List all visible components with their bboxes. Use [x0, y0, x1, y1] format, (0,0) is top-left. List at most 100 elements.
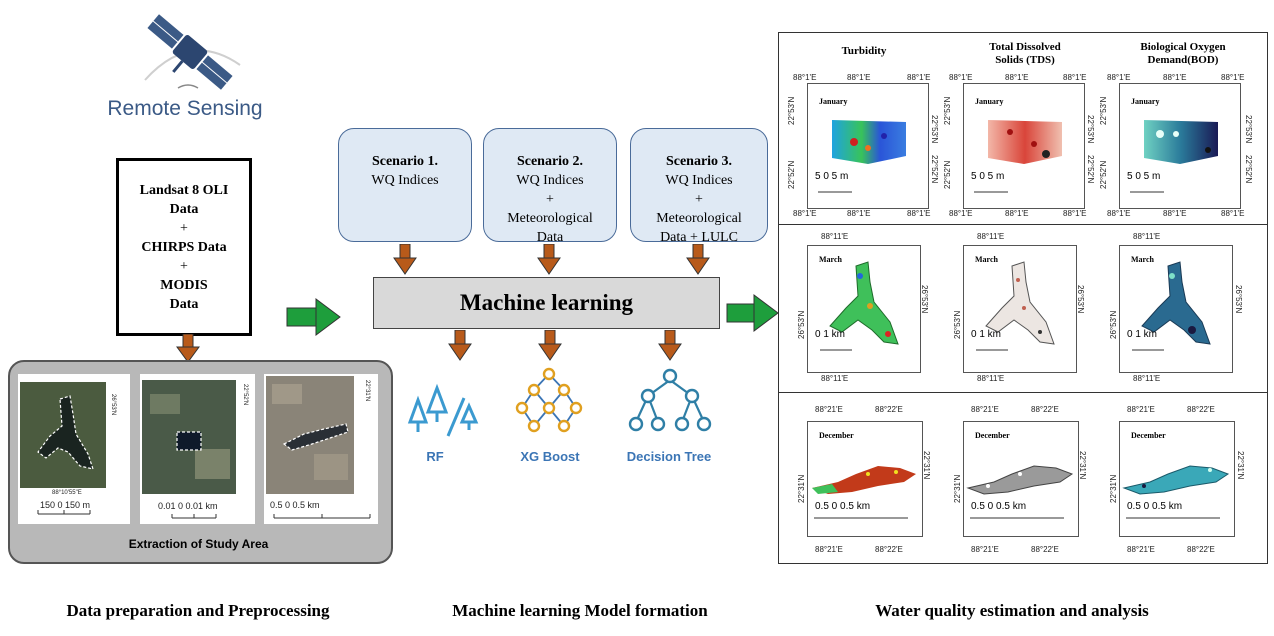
coord-top: 88°1'E	[847, 73, 871, 82]
coord-top: 88°1'E	[1063, 73, 1087, 82]
scale-label: 5 0 5 m	[1127, 171, 1161, 182]
data-line: Landsat 8 OLI	[139, 182, 229, 198]
scale-label: 0.5 0 0.5 km	[815, 501, 871, 512]
scenario-title: Scenario 3.	[665, 154, 733, 169]
study-map-scale: 150 0 150 m	[40, 500, 91, 510]
down-arrow-icon	[537, 244, 561, 275]
month-label: January	[819, 97, 848, 106]
coord-bottom: 88°11'E	[977, 374, 1005, 383]
lat-label: 22°31'N	[1109, 474, 1118, 503]
coord-top: 88°1'E	[793, 73, 817, 82]
decision-tree-icon	[628, 368, 712, 432]
down-arrow-icon	[448, 330, 472, 361]
coord-top: 88°11'E	[1133, 232, 1161, 241]
lat-label: 22°53'N	[930, 115, 939, 144]
scenario-line: +	[546, 192, 554, 207]
lat-label: 26°53'N	[1234, 285, 1243, 314]
coord-bottom: 88°11'E	[1133, 374, 1161, 383]
lat-label: 26°53'N	[1109, 310, 1118, 339]
study-map-1: 88°10'55"E 150 0 150 m 26°53'N	[18, 374, 130, 524]
down-arrow-icon	[658, 330, 682, 361]
lat-label: 26°53'N	[797, 310, 806, 339]
scenario-line: Data + LULC	[660, 230, 738, 245]
coord-top: 88°11'E	[977, 232, 1005, 241]
map-turbidity-january	[807, 83, 929, 209]
study-map-coord: 88°10'55"E	[52, 490, 82, 496]
machine-learning-box: Machine learning	[373, 277, 720, 329]
lat-label: 22°31'N	[953, 474, 962, 503]
header-tds: Total Dissolved Solids (TDS)	[989, 41, 1061, 66]
stage-label-preparation: Data preparation and Preprocessing	[66, 601, 330, 620]
scenario-line: Meteorological	[507, 211, 593, 226]
map-turbidity-march	[807, 245, 921, 373]
scenario-title: Scenario 1.	[371, 154, 439, 169]
coord-top: 88°1'E	[1163, 73, 1187, 82]
coord-bottom: 88°22'E	[1031, 545, 1059, 554]
lat-label: 22°31'N	[797, 474, 806, 503]
coord-top: 88°21'E	[815, 405, 843, 414]
scenario-line: WQ Indices	[516, 173, 584, 188]
down-arrow-icon	[393, 244, 417, 275]
remote-sensing-title: Remote Sensing	[107, 97, 263, 120]
stage-label-model: Machine learning Model formation	[452, 601, 708, 620]
coord-top: 88°1'E	[1221, 73, 1245, 82]
month-label: March	[975, 255, 998, 264]
scale-label: 0 1 km	[815, 329, 846, 340]
lat-label: 26°53'N	[953, 310, 962, 339]
lat-label: 22°31'N	[1078, 451, 1087, 480]
coord-bottom: 88°11'E	[821, 374, 849, 383]
study-map-scale: 0.5 0 0.5 km	[270, 500, 320, 510]
scenario-line: +	[695, 192, 703, 207]
lat-label: 26°53'N	[1076, 285, 1085, 314]
xgboost-network-icon	[515, 367, 583, 433]
results-panel: Turbidity Total Dissolved Solids (TDS) B…	[778, 32, 1268, 564]
scenario-line: WQ Indices	[371, 173, 439, 188]
scale-label: 0 1 km	[1127, 329, 1158, 340]
data-line: Data	[169, 201, 199, 217]
coord-top: 88°1'E	[1005, 73, 1029, 82]
coord-bottom: 88°1'E	[1005, 209, 1029, 218]
data-sources-box: Landsat 8 OLI Data + CHIRPS Data + MODIS…	[116, 158, 252, 336]
coord-bottom: 88°1'E	[793, 209, 817, 218]
scale-label: 0.5 0 0.5 km	[971, 501, 1027, 512]
header-turbidity: Turbidity	[841, 45, 887, 57]
coord-bottom: 88°1'E	[907, 209, 931, 218]
month-label: January	[975, 97, 1004, 106]
study-map-3: 0.5 0 0.5 km 22°31'N	[264, 374, 378, 524]
coord-top: 88°1'E	[949, 73, 973, 82]
study-map-lat: 26°53'N	[110, 394, 116, 416]
coord-bottom: 88°1'E	[1163, 209, 1187, 218]
lat-label: 22°31'N	[1236, 451, 1245, 480]
coord-top: 88°22'E	[875, 405, 903, 414]
scale-label: 5 0 5 m	[815, 171, 849, 182]
lat-label: 22°53'N	[787, 96, 796, 125]
lat-label: 22°52'N	[943, 160, 952, 189]
map-tds-january	[963, 83, 1085, 209]
coord-bottom: 88°1'E	[1107, 209, 1131, 218]
lat-label: 22°52'N	[930, 155, 939, 184]
model-label-xgboost: XG Boost	[520, 449, 580, 464]
coord-top: 88°22'E	[1187, 405, 1215, 414]
study-map-lat: 22°31'N	[364, 380, 370, 402]
random-forest-icon	[407, 383, 479, 437]
lat-label: 22°53'N	[1086, 115, 1095, 144]
down-arrow-icon	[176, 334, 200, 363]
study-map-lat: 22°52'N	[242, 384, 248, 406]
coord-bottom: 88°22'E	[1187, 545, 1215, 554]
scale-label: 0 1 km	[971, 329, 1002, 340]
scenario-3-box: Scenario 3. WQ Indices + Meteorological …	[630, 128, 768, 245]
scenario-1-box: Scenario 1. WQ Indices	[338, 128, 472, 242]
stage-label-estimation: Water quality estimation and analysis	[875, 601, 1149, 620]
month-label: March	[1131, 255, 1154, 264]
lat-label: 22°52'N	[1244, 155, 1253, 184]
down-arrow-icon	[686, 244, 710, 275]
coord-bottom: 88°1'E	[1063, 209, 1087, 218]
lat-label: 22°52'N	[787, 160, 796, 189]
satellite-icon	[144, 14, 241, 90]
coord-bottom: 88°1'E	[949, 209, 973, 218]
scenario-line: Data	[536, 230, 564, 245]
model-label-decision-tree: Decision Tree	[626, 449, 712, 464]
lat-label: 22°52'N	[1099, 160, 1108, 189]
month-label: December	[819, 431, 854, 440]
down-arrow-icon	[538, 330, 562, 361]
